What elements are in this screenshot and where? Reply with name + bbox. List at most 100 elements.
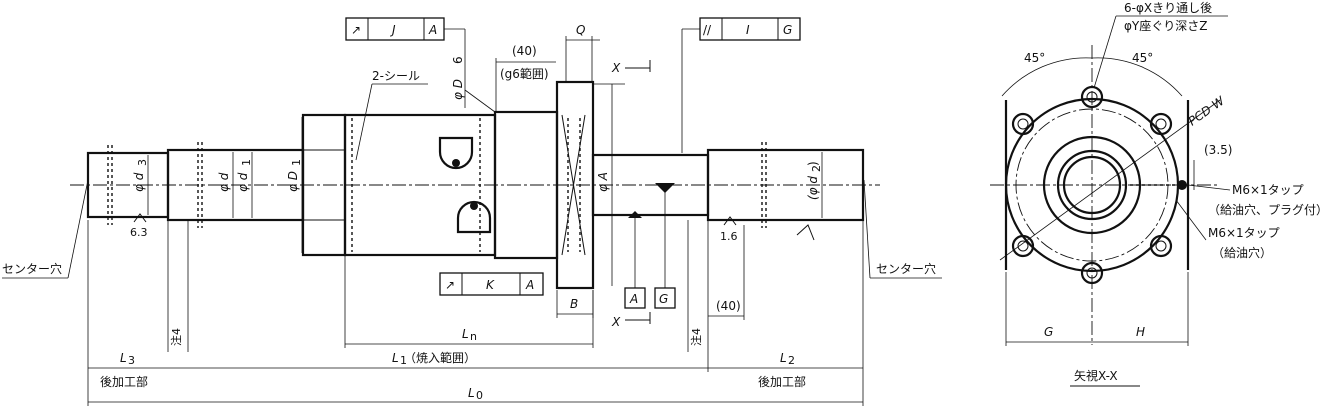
svg-text:注4: 注4 (169, 328, 183, 346)
svg-text:後加工部: 後加工部 (100, 374, 148, 389)
dim-l3: L 3 後加工部 (87, 220, 168, 406)
dia-d1: φ d 1 (236, 152, 253, 218)
oil-hole-top (438, 136, 474, 170)
svg-text:H: H (1136, 325, 1145, 339)
datum-a: A (624, 211, 646, 309)
svg-text:3: 3 (136, 159, 149, 166)
break-marks (107, 142, 767, 228)
svg-text:PCD W: PCD W (1186, 93, 1228, 128)
svg-text:M6×1タップ: M6×1タップ (1232, 183, 1304, 197)
dia-D1: φ D 1 (286, 117, 303, 253)
dim-b: B (556, 290, 594, 318)
svg-text:1.6: 1.6 (720, 230, 738, 243)
svg-text:2: 2 (788, 354, 795, 367)
svg-text:45°: 45° (1024, 51, 1045, 65)
svg-text:L: L (120, 351, 127, 365)
dim-l2: L 2 後加工部 (708, 220, 864, 406)
g6-range: (40) (g6範囲) (495, 44, 556, 112)
section-marker-top: X (611, 60, 651, 75)
dia-d: φ d (217, 152, 234, 218)
svg-text:（給油穴、プラグ付）: （給油穴、プラグ付） (1208, 202, 1328, 217)
svg-text:X: X (611, 315, 621, 329)
svg-text:(φ d: (φ d (806, 176, 820, 200)
svg-text:B: B (570, 297, 578, 311)
svg-text:φ A: φ A (596, 172, 610, 192)
svg-text:1: 1 (240, 159, 253, 166)
flange-view: PCD W 45° 45° 6-φXきり通し後 φY座ぐり深さZ (3.5) M… (990, 1, 1328, 387)
svg-text:φY座ぐり深さZ: φY座ぐり深さZ (1124, 18, 1207, 33)
fcf-j-datum: A (428, 23, 437, 37)
svg-text:センター穴: センター穴 (2, 261, 62, 276)
svg-text:φ d: φ d (132, 172, 146, 192)
svg-text:0: 0 (476, 389, 483, 402)
svg-text:G: G (659, 292, 668, 306)
dia-A: φ A (593, 83, 625, 286)
svg-text:2: 2 (810, 165, 823, 172)
fcf-i-symbol: // (703, 23, 712, 37)
svg-text:φ d: φ d (217, 172, 231, 192)
note4-left: 注4 (167, 220, 189, 352)
svg-text:): ) (806, 161, 820, 166)
fcf-k: ↗ K A (439, 272, 544, 296)
dim-ln: L n (344, 255, 594, 348)
section-marker-bottom: X (611, 312, 651, 329)
note4-right: 注4 (687, 220, 709, 372)
fcf-i: // I G (681, 17, 801, 153)
svg-text:L: L (392, 351, 399, 365)
fcf-j-tolerance: J (390, 23, 396, 37)
svg-text:G: G (1044, 325, 1053, 339)
svg-text:1: 1 (290, 159, 303, 166)
surface-finish-mark (796, 224, 815, 241)
svg-text:X: X (611, 61, 621, 75)
svg-text:（焼入範囲）: （焼入範囲） (404, 350, 476, 365)
dim-l0: L 0 (88, 386, 863, 403)
fcf-j-symbol: ↗ (351, 23, 361, 37)
dim-l1: L 1 （焼入範囲） (168, 350, 708, 369)
roughness-left: 6.3 (130, 213, 148, 239)
svg-text:L: L (462, 327, 469, 341)
shaft-outline (86, 80, 865, 290)
svg-text:2-シール: 2-シール (372, 69, 420, 83)
datum-g: G (654, 183, 676, 309)
svg-text:M6×1タップ: M6×1タップ (1208, 226, 1280, 240)
svg-text:センター穴: センター穴 (876, 261, 936, 276)
svg-text:1: 1 (400, 354, 407, 367)
fcf-k-tolerance: K (486, 278, 495, 292)
dim-q: Q (565, 23, 600, 82)
svg-text:(40): (40) (512, 44, 537, 58)
svg-text:φ D: φ D (286, 171, 300, 192)
svg-text:（給油穴）: （給油穴） (1212, 245, 1272, 260)
seals (351, 114, 586, 256)
svg-text:A: A (629, 292, 638, 306)
svg-text:後加工部: 後加工部 (758, 374, 806, 389)
svg-text:φ D: φ D (451, 79, 465, 100)
svg-text:n: n (470, 330, 477, 343)
dim-40-bottom: (40) (708, 225, 745, 320)
svg-text:注4: 注4 (689, 328, 703, 346)
bolt-holes (1011, 85, 1173, 285)
svg-text:6-φXきり通し後: 6-φXきり通し後 (1124, 1, 1212, 15)
fcf-j: ↗ J A (345, 17, 466, 108)
fcf-i-datum: G (783, 23, 792, 37)
svg-text:3: 3 (128, 354, 135, 367)
fcf-k-symbol: ↗ (445, 278, 455, 292)
svg-text:φ d: φ d (236, 172, 250, 192)
svg-text:Q: Q (576, 23, 585, 37)
svg-text:L: L (780, 351, 787, 365)
dia-d2: (φ d 2 ) (806, 152, 823, 218)
svg-text:45°: 45° (1132, 51, 1153, 65)
svg-text:L: L (468, 386, 475, 400)
roughness-right: 1.6 (720, 216, 738, 243)
view-title: 矢視X-X (1074, 368, 1118, 383)
svg-text:6: 6 (451, 56, 465, 64)
fcf-i-tolerance: I (746, 23, 750, 37)
seal-callout: 2-シール (355, 69, 428, 161)
center-hole-right-callout: センター穴 (863, 179, 942, 279)
svg-text:(g6範囲): (g6範囲) (500, 66, 549, 81)
svg-text:(3.5): (3.5) (1204, 143, 1232, 157)
dia-Dg6: φ D 6 (451, 56, 496, 113)
svg-text:6.3: 6.3 (130, 226, 148, 239)
oil-hole-bottom (456, 200, 492, 234)
